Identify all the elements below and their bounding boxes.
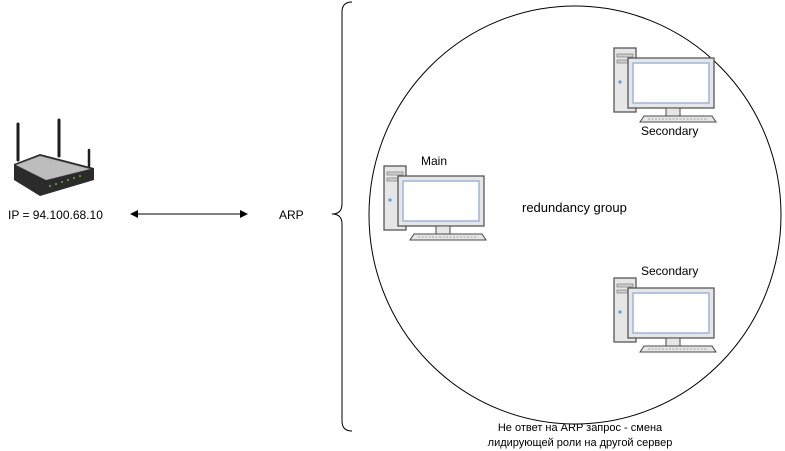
redundancy-group-label: redundancy group	[522, 200, 627, 215]
router-ip-label: IP = 94.100.68.10	[8, 208, 103, 222]
router-icon	[14, 118, 94, 196]
redundancy-group-circle	[368, 5, 782, 425]
secondary-computer-icon-1	[613, 47, 717, 123]
main-computer-icon	[383, 165, 487, 241]
secondary-server-label-2: Secondary	[641, 264, 699, 278]
curly-brace	[331, 1, 353, 432]
failover-note: Не ответ на ARP запрос - смена лидирующе…	[487, 422, 673, 449]
secondary-server-label-1: Secondary	[641, 124, 699, 138]
arp-label: ARP	[279, 208, 304, 222]
main-server-label: Main	[421, 154, 448, 168]
secondary-computer-icon-2	[613, 277, 717, 353]
